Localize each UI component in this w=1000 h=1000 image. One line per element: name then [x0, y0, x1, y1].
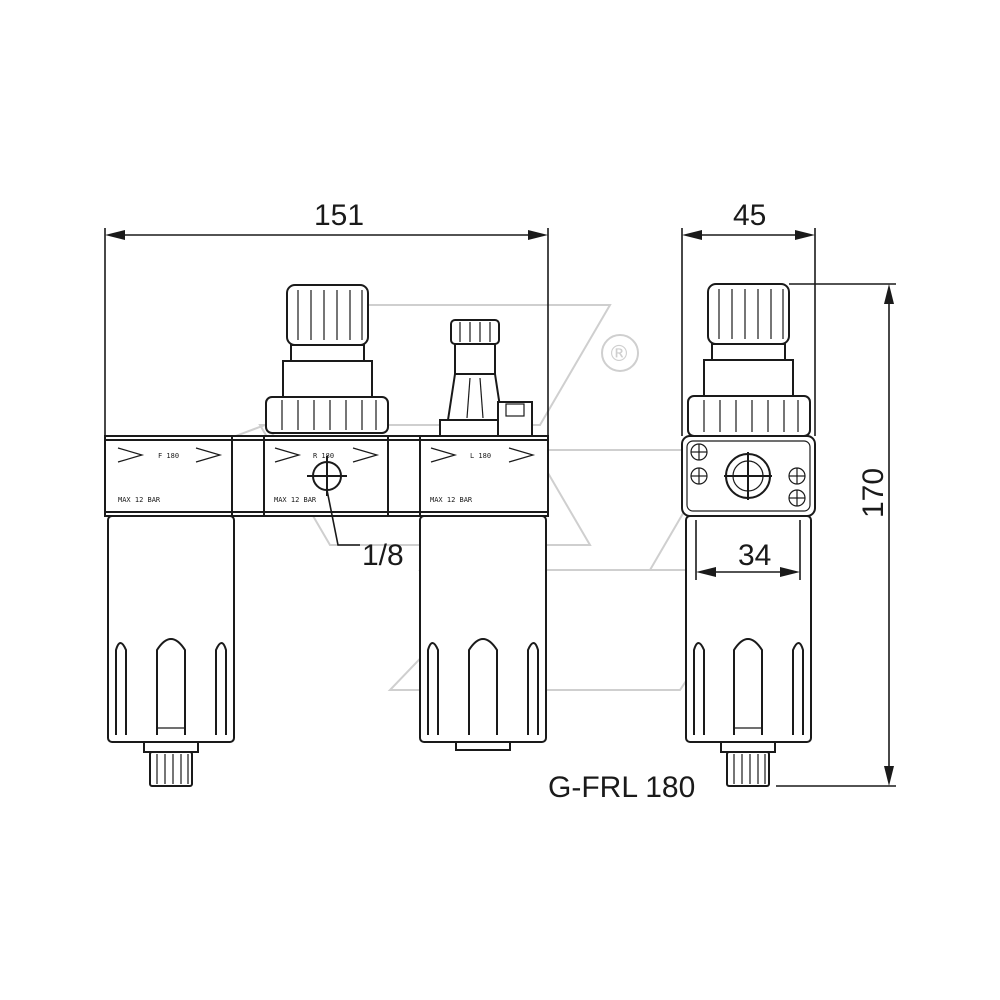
lubricator-bowl	[419, 515, 547, 751]
gauge-port: 1/8	[307, 456, 404, 572]
lubricator-label: L 180	[470, 452, 491, 460]
registered-mark: ®	[608, 342, 630, 367]
dimension-side-width: 45	[681, 199, 816, 436]
side-view: 45 34 170	[681, 199, 896, 787]
filter-max-pressure: MAX 12 BAR	[118, 496, 161, 504]
model-label: G-FRL 180	[548, 771, 695, 804]
lubricator-module-markings: L 180 MAX 12 BAR	[430, 447, 536, 504]
front-view: F 180 MAX 12 BAR R 180 MAX 12 BAR L 180 …	[104, 199, 549, 787]
filter-module-markings: F 180 MAX 12 BAR	[117, 447, 223, 504]
port-spacing-label: 34	[738, 539, 771, 572]
side-regulator-knob	[687, 283, 811, 437]
side-width-label: 45	[733, 199, 766, 232]
side-body-block	[681, 435, 816, 517]
filter-bowl	[107, 515, 235, 787]
filter-label: F 180	[158, 452, 179, 460]
dimension-overall-width: 151	[104, 199, 549, 436]
gauge-port-dimension: 1/8	[362, 539, 404, 572]
lubricator-adjuster	[439, 319, 533, 437]
regulator-max-pressure: MAX 12 BAR	[274, 496, 317, 504]
lubricator-max-pressure: MAX 12 BAR	[430, 496, 473, 504]
overall-height-label: 170	[857, 468, 890, 518]
regulator-module-markings: R 180 MAX 12 BAR	[274, 447, 380, 504]
overall-width-label: 151	[314, 199, 364, 232]
regulator-label: R 180	[313, 452, 334, 460]
dimension-port-spacing: 34	[695, 520, 801, 580]
regulator-knob	[265, 284, 389, 434]
manifold-body	[104, 435, 549, 517]
dimension-overall-height: 170	[776, 283, 896, 787]
